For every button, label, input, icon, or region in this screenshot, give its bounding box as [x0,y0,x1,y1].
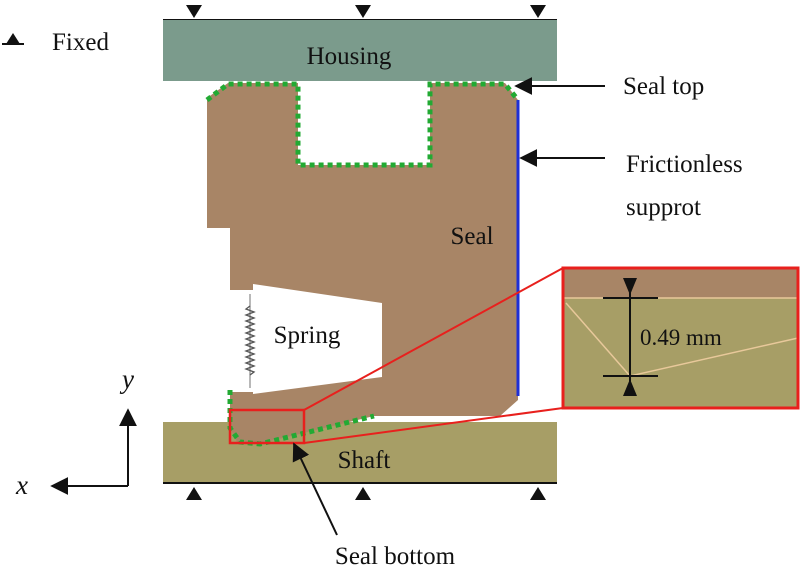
housing [163,20,557,81]
zoom-inset: 0.49 mm [561,266,800,410]
y-axis-label: y [119,364,134,394]
x-axis-label: x [15,470,28,500]
frictionless-label-line2: supprot [626,194,701,221]
spring-coil [244,294,256,388]
frictionless-label-line1: Frictionless [626,151,743,178]
spring-label: Spring [274,322,341,349]
fixed-legend-label: Fixed [52,29,109,56]
seal-bottom-label: Seal bottom [335,543,456,568]
shaft-label: Shaft [338,447,391,474]
shaft [163,422,557,483]
seal-top-label: Seal top [623,73,704,100]
coordinate-axes: y x [15,364,137,500]
seal-top-contact [205,81,520,168]
spring-cavity [253,284,382,394]
dimension-label: 0.49 mm [640,325,722,350]
shaft-fixed-supports [186,487,546,500]
housing-label: Housing [307,43,392,70]
seal-label: Seal [450,223,493,250]
housing-fixed-supports [163,5,557,21]
fixed-legend: Fixed [2,29,109,56]
seal-bottom-arrow [292,442,338,536]
zoom-region-box [228,408,306,445]
